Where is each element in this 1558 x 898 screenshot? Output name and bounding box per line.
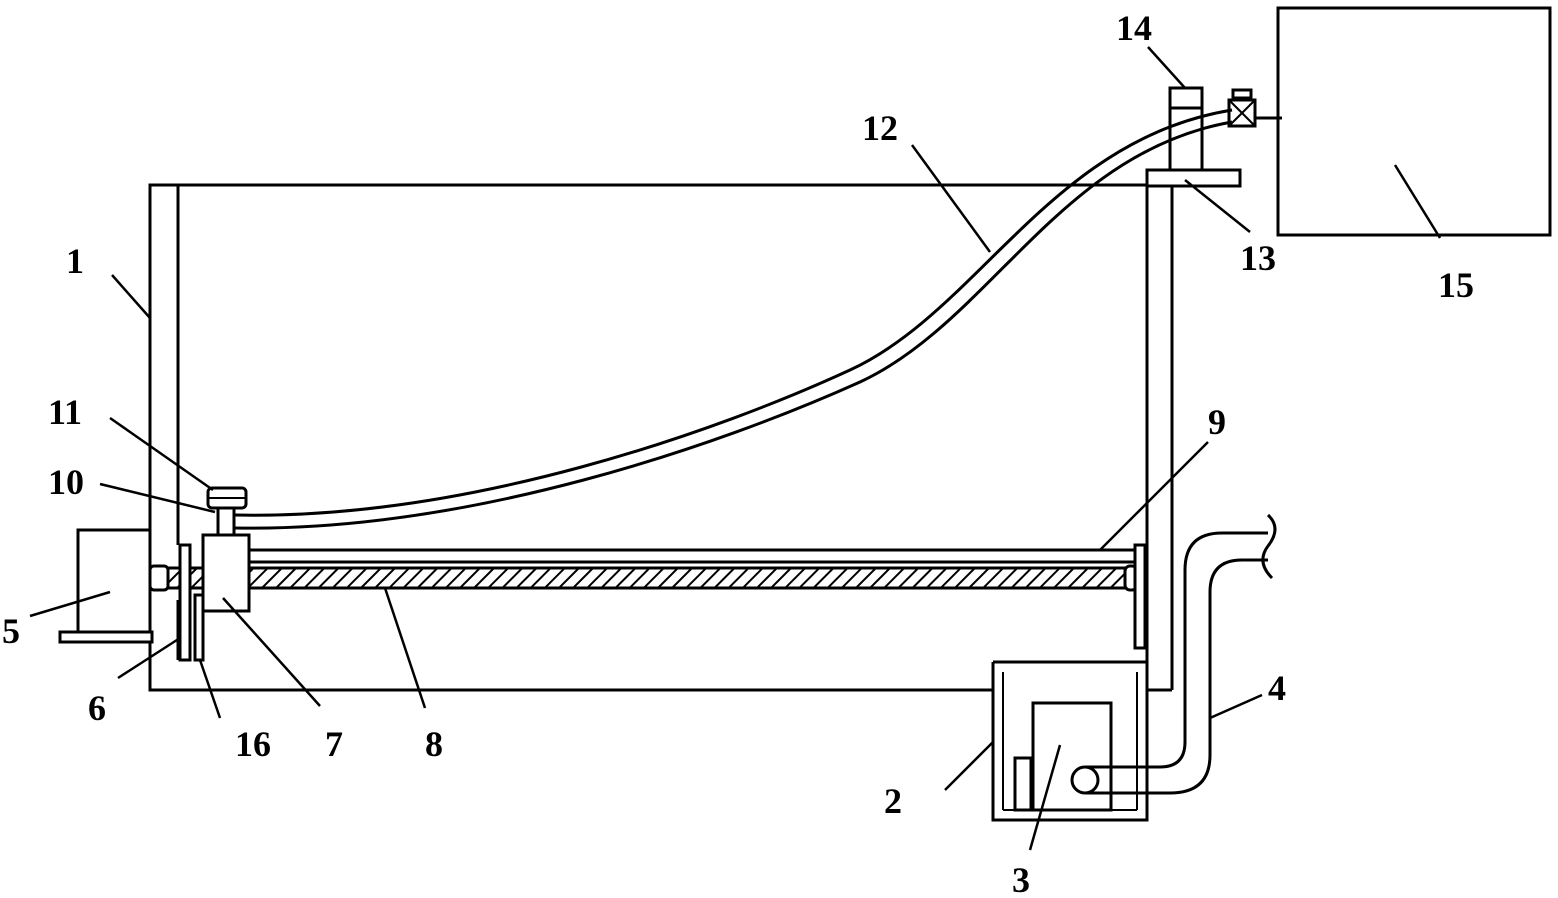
- sump: [991, 662, 1149, 822]
- slider-block: [201, 533, 251, 613]
- pump-switch: [1013, 756, 1033, 812]
- label-16: 16: [235, 724, 271, 764]
- label-2: 2: [884, 781, 902, 821]
- label-5: 5: [2, 611, 20, 651]
- top-sensor: [1168, 86, 1204, 110]
- label-12: 12: [862, 108, 898, 148]
- label-10: 10: [48, 462, 84, 502]
- hose: [234, 108, 1233, 530]
- label-7: 7: [325, 724, 343, 764]
- part-labels: 1 2 3 4 5 6 7 8 9 10 11 12 13 14 15 16: [2, 8, 1474, 898]
- right-end-plate: [1133, 543, 1147, 650]
- label-9: 9: [1208, 402, 1226, 442]
- valve: [1227, 88, 1282, 128]
- leader-lines: [29, 46, 1442, 851]
- outlet-pipe: [1070, 513, 1277, 795]
- bearing-plate: [178, 543, 192, 662]
- external-box: [1276, 6, 1552, 237]
- tank-body: [148, 183, 1147, 692]
- motor-base: [58, 630, 154, 644]
- guide-rail: [250, 548, 1135, 564]
- motor: [76, 528, 152, 637]
- label-15: 15: [1438, 265, 1474, 305]
- support-column: [1145, 170, 1174, 692]
- label-3: 3: [1012, 860, 1030, 898]
- guide-plate: [193, 593, 205, 662]
- mounting-bracket: [1145, 168, 1242, 188]
- label-14: 14: [1116, 8, 1152, 48]
- label-13: 13: [1240, 238, 1276, 278]
- screw-coupling: [148, 564, 170, 592]
- label-6: 6: [88, 688, 106, 728]
- label-8: 8: [425, 724, 443, 764]
- label-11: 11: [48, 392, 82, 432]
- lead-screw: [148, 566, 1132, 590]
- label-4: 4: [1268, 668, 1286, 708]
- label-1: 1: [66, 241, 84, 281]
